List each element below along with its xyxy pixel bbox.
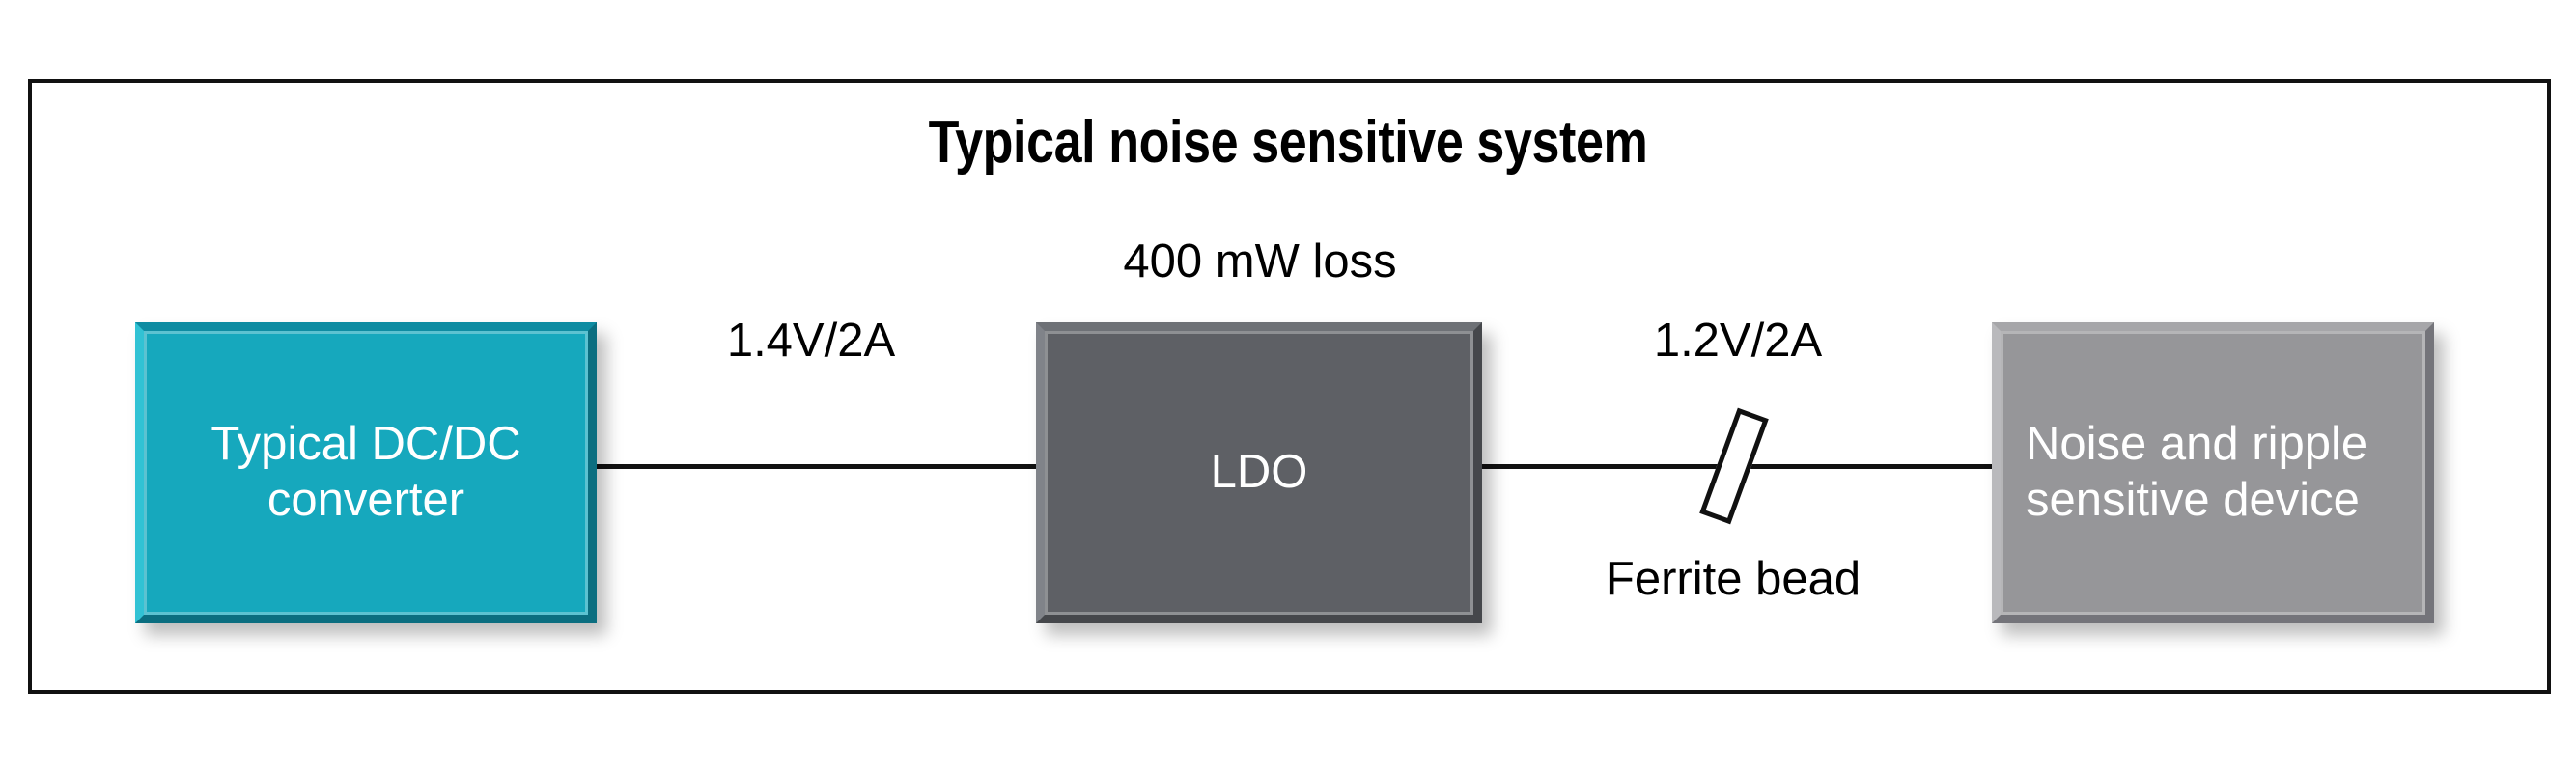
block-sensitive-device[interactable]: Noise and ripple sensitive device: [1992, 322, 2434, 623]
block-dcdc-converter-label: Typical DC/DC converter: [210, 418, 521, 526]
annotation-power-loss: 400 mW loss: [1123, 235, 1397, 288]
block-ldo-label: LDO: [1210, 446, 1308, 499]
wire-dcdc-to-ldo: [591, 464, 1043, 469]
annotation-output-rail: 1.2V/2A: [1653, 315, 1823, 367]
annotation-ferrite-bead: Ferrite bead: [1605, 553, 1862, 605]
page-title: Typical noise sensitive system: [928, 109, 1648, 176]
block-dcdc-converter[interactable]: Typical DC/DC converter: [135, 322, 597, 623]
block-sensitive-device-label: Noise and ripple sensitive device: [2026, 418, 2368, 526]
annotation-input-rail: 1.4V/2A: [726, 315, 896, 367]
block-ldo[interactable]: LDO: [1036, 322, 1482, 623]
